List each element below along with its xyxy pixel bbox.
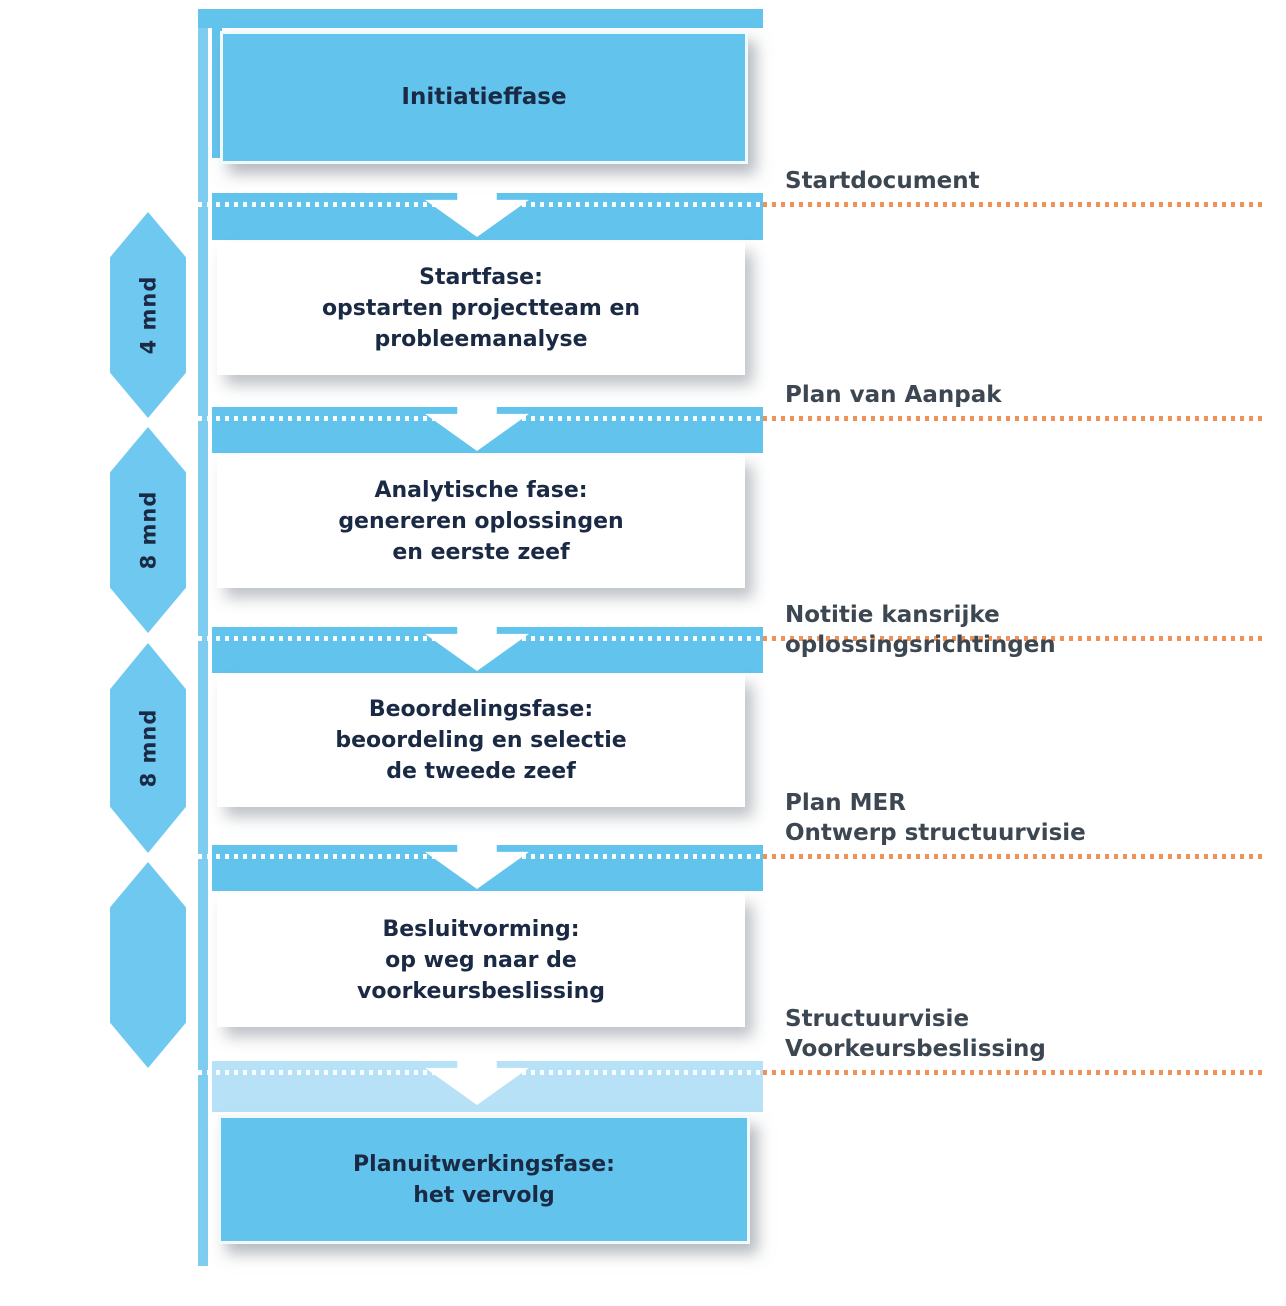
milestone-label-notitie-kansrijke-oplossingsrichtingen: Notitie kansrijke oplossingsrichtingen [785,600,1275,660]
milestone-text: Structuurvisie [785,1006,970,1032]
phase-subtitle: beoordeling en selectie [335,728,627,753]
phase-subtitle: opstarten projectteam en [321,296,641,321]
phase-subtitle: op weg naar de [385,948,577,973]
milestone-text: Notitie kansrijke oplossingsrichtingen [785,602,1056,658]
phase-box-beoordelingsfase: Beoordelingsfase: beoordeling en selecti… [217,674,745,807]
milestone-dotted-line-1-orange [763,202,1266,207]
duration-label: 8 mnd [136,490,161,570]
phase-title: Analytische fase: [374,478,588,503]
phase-box-analytische-fase: Analytische fase: genereren oplossingen … [217,455,745,588]
phase-box-planuitwerkingsfase: Planuitwerkingsfase: het vervolg [218,1115,750,1244]
phase-subtitle: probleemanalyse [374,327,588,352]
phase-title: Beoordelingsfase: [368,697,594,722]
milestone-text: Plan van Aanpak [785,382,1002,408]
milestone-text: Plan MER [785,790,906,816]
phase-subtitle: voorkeursbeslissing [357,979,605,1004]
frame-left-margin [212,27,222,158]
duration-label: 4 mnd [136,275,161,355]
milestone-dotted-line-4-orange [763,854,1266,859]
frame-top-bar [198,9,763,28]
milestone-label-plan-mer-ontwerp-structuurvisie: Plan MER Ontwerp structuurvisie [785,788,1275,848]
milestone-dotted-line-3-orange [763,636,1266,641]
milestone-text: Voorkeursbeslissing [785,1036,1046,1062]
duration-hexagon-empty [110,862,186,1068]
duration-hexagon-8mnd-b: 8 mnd [110,643,186,853]
phase-subtitle: het vervolg [413,1182,555,1208]
duration-label: 8 mnd [136,708,161,788]
milestone-dotted-line-5-orange [763,1070,1266,1075]
milestone-label-structuurvisie-voorkeursbeslissing: Structuurvisie Voorkeursbeslissing [785,1004,1275,1064]
phase-title: Startfase: [419,265,543,290]
milestone-dotted-line-2-orange [763,416,1266,421]
phase-title: Besluitvorming: [382,917,580,942]
milestone-text: Startdocument [785,168,980,194]
phase-box-initiatieffase: Initiatieffase [220,31,748,164]
phase-box-besluitvorming: Besluitvorming: op weg naar de voorkeurs… [217,894,745,1027]
phase-title: Initiatieffase [401,84,567,110]
phase-subtitle: genereren oplossingen [338,509,624,534]
duration-hexagon-8mnd-a: 8 mnd [110,427,186,633]
phase-box-startfase: Startfase: opstarten projectteam en prob… [217,242,745,375]
duration-hexagon-4mnd: 4 mnd [110,212,186,418]
milestone-label-plan-van-aanpak: Plan van Aanpak [785,380,1275,410]
phase-title: Planuitwerkingsfase: [353,1151,615,1177]
phase-subtitle: de tweede zeef [386,759,576,784]
milestone-label-startdocument: Startdocument [785,166,1275,196]
milestone-text: Ontwerp structuurvisie [785,820,1086,846]
phase-subtitle: en eerste zeef [392,540,570,565]
